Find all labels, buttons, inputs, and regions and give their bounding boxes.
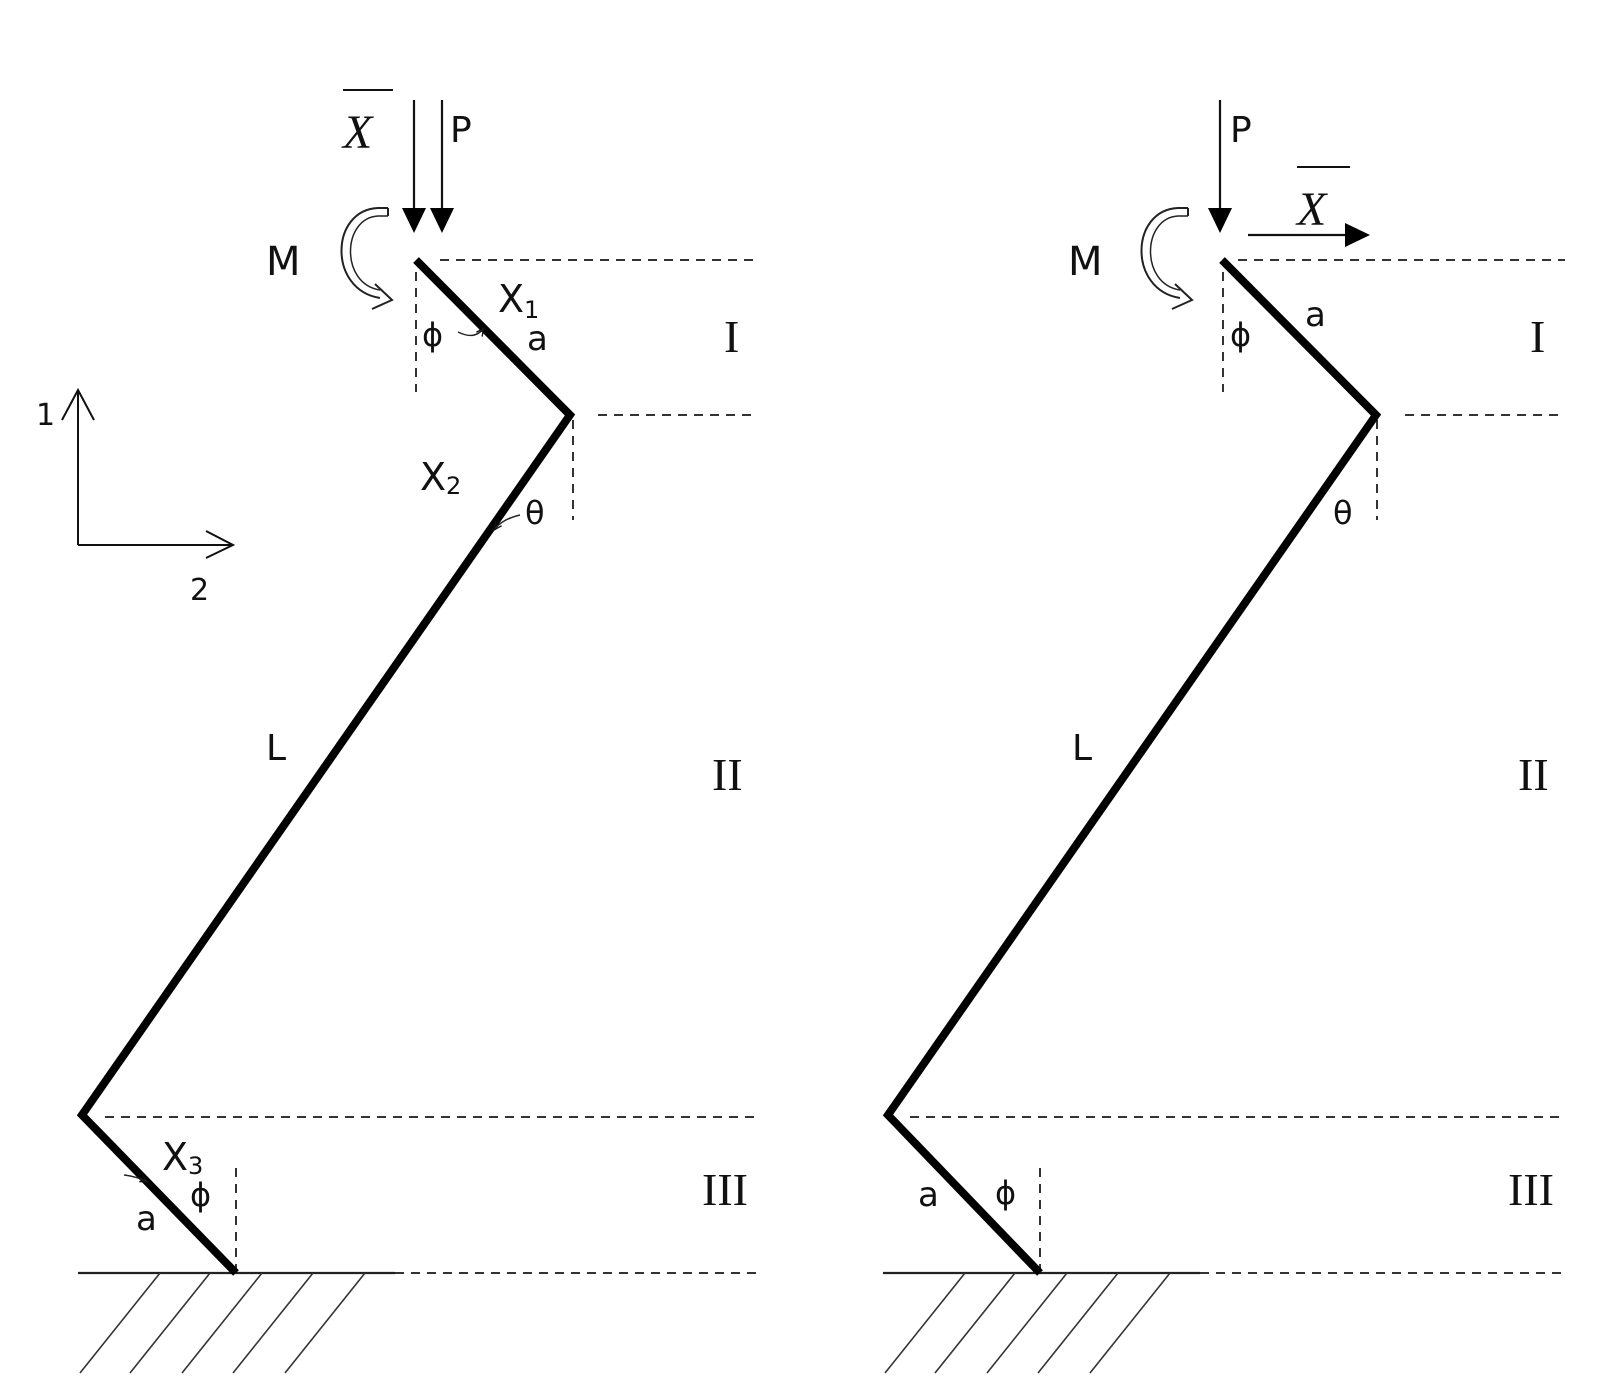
ground-hatch (79, 1272, 366, 1374)
bottom-angle-phi: ϕ (995, 1174, 1016, 1212)
region-label-iii: III (1508, 1164, 1554, 1215)
zigzag-beam (76, 257, 576, 1276)
load-label-p: P (450, 110, 472, 151)
mid-angle-theta: θ (525, 494, 545, 532)
region-label-i: I (1530, 311, 1545, 362)
force-p-arrowhead-icon (1208, 208, 1232, 233)
ground-hatch (884, 1272, 1171, 1374)
axis-2-arrowhead-icon (205, 530, 236, 559)
region-label-i: I (724, 311, 739, 362)
axis-1-arrowhead-icon (61, 387, 95, 421)
left-panel: X P M X1 ϕ a X2 θ L X3 ϕ a I II III (76, 89, 758, 1374)
coordinate-axes: 1 2 (36, 387, 236, 608)
bottom-length-a: a (136, 1199, 157, 1239)
zigzag-beam (882, 257, 1382, 1276)
top-length-a: a (527, 319, 548, 359)
force-p-arrowhead-icon (430, 208, 454, 233)
axis-2-label: 2 (190, 573, 209, 608)
force-x-bar-arrowhead-icon (1345, 223, 1370, 247)
region-label-ii: II (1518, 749, 1549, 800)
top-angle-phi: ϕ (1230, 316, 1251, 354)
region-label-iii: III (702, 1164, 748, 1215)
region-label-ii: II (712, 749, 743, 800)
bottom-angle-phi: ϕ (190, 1176, 211, 1214)
internal-force-x1: X1 (498, 277, 539, 324)
internal-force-x3: X3 (162, 1135, 203, 1180)
load-label-m: M (266, 239, 301, 285)
load-label-x-bar: X (341, 106, 374, 159)
axis-1-label: 1 (36, 398, 55, 433)
mid-length-l: L (1072, 728, 1092, 769)
phi-bottom-arrow-icon (123, 1174, 148, 1182)
internal-force-x2: X2 (420, 455, 461, 500)
load-label-m: M (1068, 239, 1103, 285)
top-angle-phi: ϕ (422, 316, 443, 354)
phi-arc-arrow-icon (457, 328, 484, 335)
right-panel: P X M ϕ a θ L ϕ a I II III (882, 100, 1565, 1374)
mid-length-l: L (266, 728, 286, 769)
mid-angle-theta: θ (1333, 494, 1353, 532)
moment-arrow-icon (1140, 207, 1194, 310)
top-length-a: a (1305, 295, 1326, 335)
force-x-bar-arrowhead-icon (402, 208, 426, 233)
theta-arc-arrow-icon (494, 514, 521, 530)
moment-arrow-icon (340, 207, 394, 310)
load-label-x-bar: X (1295, 183, 1328, 236)
bottom-length-a: a (918, 1175, 939, 1215)
load-label-p: P (1230, 110, 1252, 151)
